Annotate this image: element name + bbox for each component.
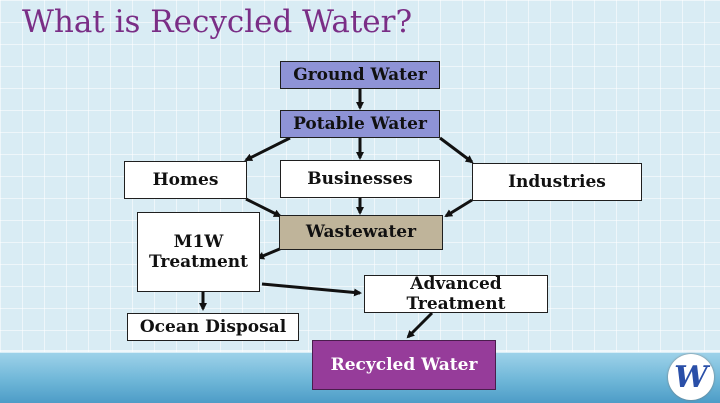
- wastewater-box: Wastewater: [279, 215, 443, 250]
- arrow-m1w-to-advanced: [261, 282, 362, 297]
- arrow-wastewater-to-m1w: [256, 246, 283, 260]
- potable-water-box: Potable Water: [280, 110, 440, 138]
- businesses-box: Businesses: [280, 160, 440, 198]
- arrow-industries-to-wastewater: [444, 198, 473, 218]
- advanced-treatment-box: Advanced Treatment: [364, 274, 548, 314]
- m1w-treatment-box: M1W Treatment: [137, 212, 260, 292]
- logo-icon: W: [668, 354, 714, 400]
- arrow-potable-to-homes: [244, 136, 291, 162]
- page-title: What is Recycled Water?: [22, 4, 413, 40]
- recycled-water-box: Recycled Water: [312, 340, 496, 390]
- industries-box: Industries: [472, 163, 642, 201]
- homes-box: Homes: [124, 161, 247, 199]
- arrow-homes-to-wastewater: [245, 197, 282, 218]
- ground-water-box: Ground Water: [280, 61, 440, 89]
- arrow-potable-to-industries: [439, 136, 474, 164]
- ocean-disposal-box: Ocean Disposal: [127, 313, 299, 341]
- arrow-advanced-to-recycled: [406, 311, 434, 339]
